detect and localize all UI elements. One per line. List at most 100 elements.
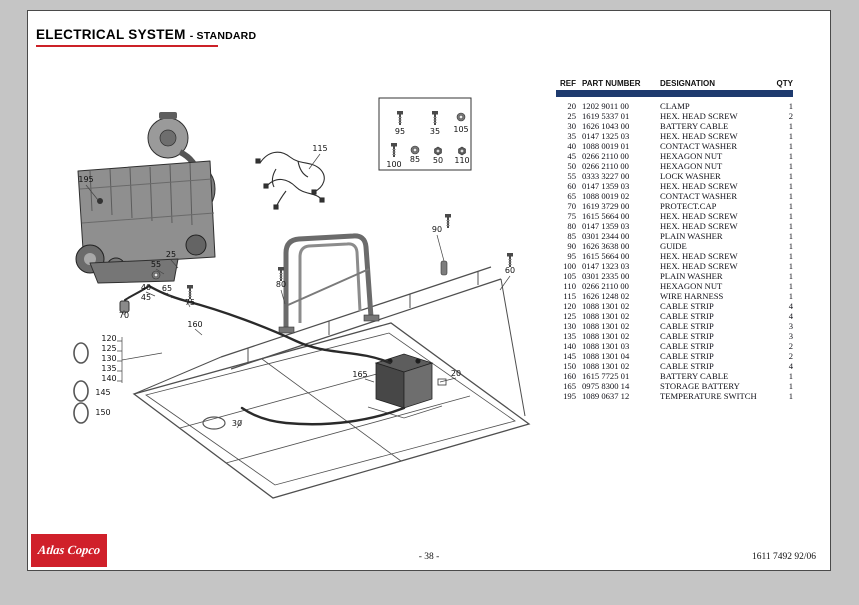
part-number-cell: 1088 1301 04 xyxy=(582,351,630,361)
wire-harness xyxy=(255,151,325,210)
ref-cell: 165 xyxy=(563,381,576,391)
callout-label: 165 xyxy=(352,370,367,379)
qty-cell: 1 xyxy=(788,391,793,401)
callout-label: 100 xyxy=(386,160,401,169)
designation-cell: CABLE STRIP xyxy=(660,311,714,321)
washer-icon xyxy=(456,112,466,122)
callout-label: 20 xyxy=(451,369,461,378)
table-header-rule xyxy=(556,90,793,97)
ref-cell: 140 xyxy=(563,341,576,351)
callout-label: 140 xyxy=(101,374,116,383)
callout-label: 80 xyxy=(276,280,286,289)
callout-label: 85 xyxy=(410,155,420,164)
roll-bar xyxy=(278,233,380,334)
part-number-cell: 1615 7725 01 xyxy=(582,371,630,381)
protect-cap-part xyxy=(119,300,130,313)
designation-cell: CLAMP xyxy=(660,101,690,111)
part-number-cell: 0301 2344 00 xyxy=(582,231,630,241)
designation-cell: HEX. HEAD SCREW xyxy=(660,111,738,121)
part-number-cell: 0975 8300 14 xyxy=(582,381,630,391)
screw-icon xyxy=(506,252,514,268)
callout-label: 115 xyxy=(312,144,327,153)
qty-cell: 1 xyxy=(788,161,793,171)
designation-cell: WIRE HARNESS xyxy=(660,291,724,301)
qty-cell: 4 xyxy=(788,361,793,371)
part-number-cell: 0333 3227 00 xyxy=(582,171,630,181)
clamp-part xyxy=(437,378,447,386)
callout-label: 55 xyxy=(151,260,161,269)
part-number-cell: 1088 1301 02 xyxy=(582,361,630,371)
part-number-cell: 1088 1301 02 xyxy=(582,321,630,331)
qty-cell: 1 xyxy=(788,171,793,181)
callout-label: 95 xyxy=(395,127,405,136)
atlas-copco-logo: Atlas Copco xyxy=(31,534,107,567)
designation-cell: HEX. HEAD SCREW xyxy=(660,181,738,191)
qty-cell: 1 xyxy=(788,231,793,241)
guide-part xyxy=(440,260,448,276)
ref-cell: 105 xyxy=(563,271,576,281)
callout-label: 145 xyxy=(95,388,110,397)
part-number-cell: 0266 2110 00 xyxy=(582,281,629,291)
washer-icon xyxy=(151,270,161,280)
title-sub: - STANDARD xyxy=(189,30,257,42)
qty-cell: 4 xyxy=(788,311,793,321)
designation-cell: PLAIN WASHER xyxy=(660,231,723,241)
table-row: 150 1088 1301 02 CABLE STRIP 4 xyxy=(556,361,793,371)
callout-label: 25 xyxy=(166,250,176,259)
leader-lines xyxy=(85,153,511,429)
designation-cell: HEXAGON NUT xyxy=(660,281,723,291)
page-title: ELECTRICAL SYSTEM - STANDARD xyxy=(36,27,256,42)
battery-illustration xyxy=(367,353,443,419)
designation-cell: HEX. HEAD SCREW xyxy=(660,261,738,271)
part-number-cell: 1088 1301 02 xyxy=(582,331,630,341)
screw-icon xyxy=(444,213,452,229)
qty-cell: 3 xyxy=(788,321,793,331)
part-number-cell: 1089 0637 12 xyxy=(582,391,630,401)
ref-cell: 85 xyxy=(567,231,576,241)
qty-cell: 2 xyxy=(788,351,793,361)
qty-cell: 4 xyxy=(788,301,793,311)
qty-cell: 2 xyxy=(788,111,793,121)
designation-cell: LOCK WASHER xyxy=(660,171,721,181)
callout-label: 70 xyxy=(119,311,129,320)
qty-cell: 1 xyxy=(788,371,793,381)
ref-cell: 150 xyxy=(563,361,576,371)
ref-cell: 130 xyxy=(563,321,576,331)
battery-cables xyxy=(124,284,406,426)
callout-label: 35 xyxy=(430,127,440,136)
part-number-cell: 1626 1248 02 xyxy=(582,291,630,301)
designation-cell: CABLE STRIP xyxy=(660,321,714,331)
callout-label: 65 xyxy=(162,284,172,293)
callout-label: 130 xyxy=(101,354,116,363)
ref-cell: 95 xyxy=(567,251,576,261)
ref-cell: 60 xyxy=(567,181,576,191)
part-number-cell: 1619 5337 01 xyxy=(582,111,630,121)
part-number-cell: 1626 3638 00 xyxy=(582,241,630,251)
fastener-inset xyxy=(378,97,472,171)
qty-cell: 3 xyxy=(788,331,793,341)
callout-label: 135 xyxy=(101,364,116,373)
qty-cell: 1 xyxy=(788,141,793,151)
callout-label: 30 xyxy=(232,419,242,428)
designation-cell: CABLE STRIP xyxy=(660,361,714,371)
qty-cell: 1 xyxy=(788,291,793,301)
table-row: 85 0301 2344 00 PLAIN WASHER 1 xyxy=(556,231,793,241)
designation-cell: CABLE STRIP xyxy=(660,331,714,341)
part-number-cell: 1088 1301 02 xyxy=(582,301,630,311)
designation-cell: TEMPERATURE SWITCH xyxy=(660,391,757,401)
